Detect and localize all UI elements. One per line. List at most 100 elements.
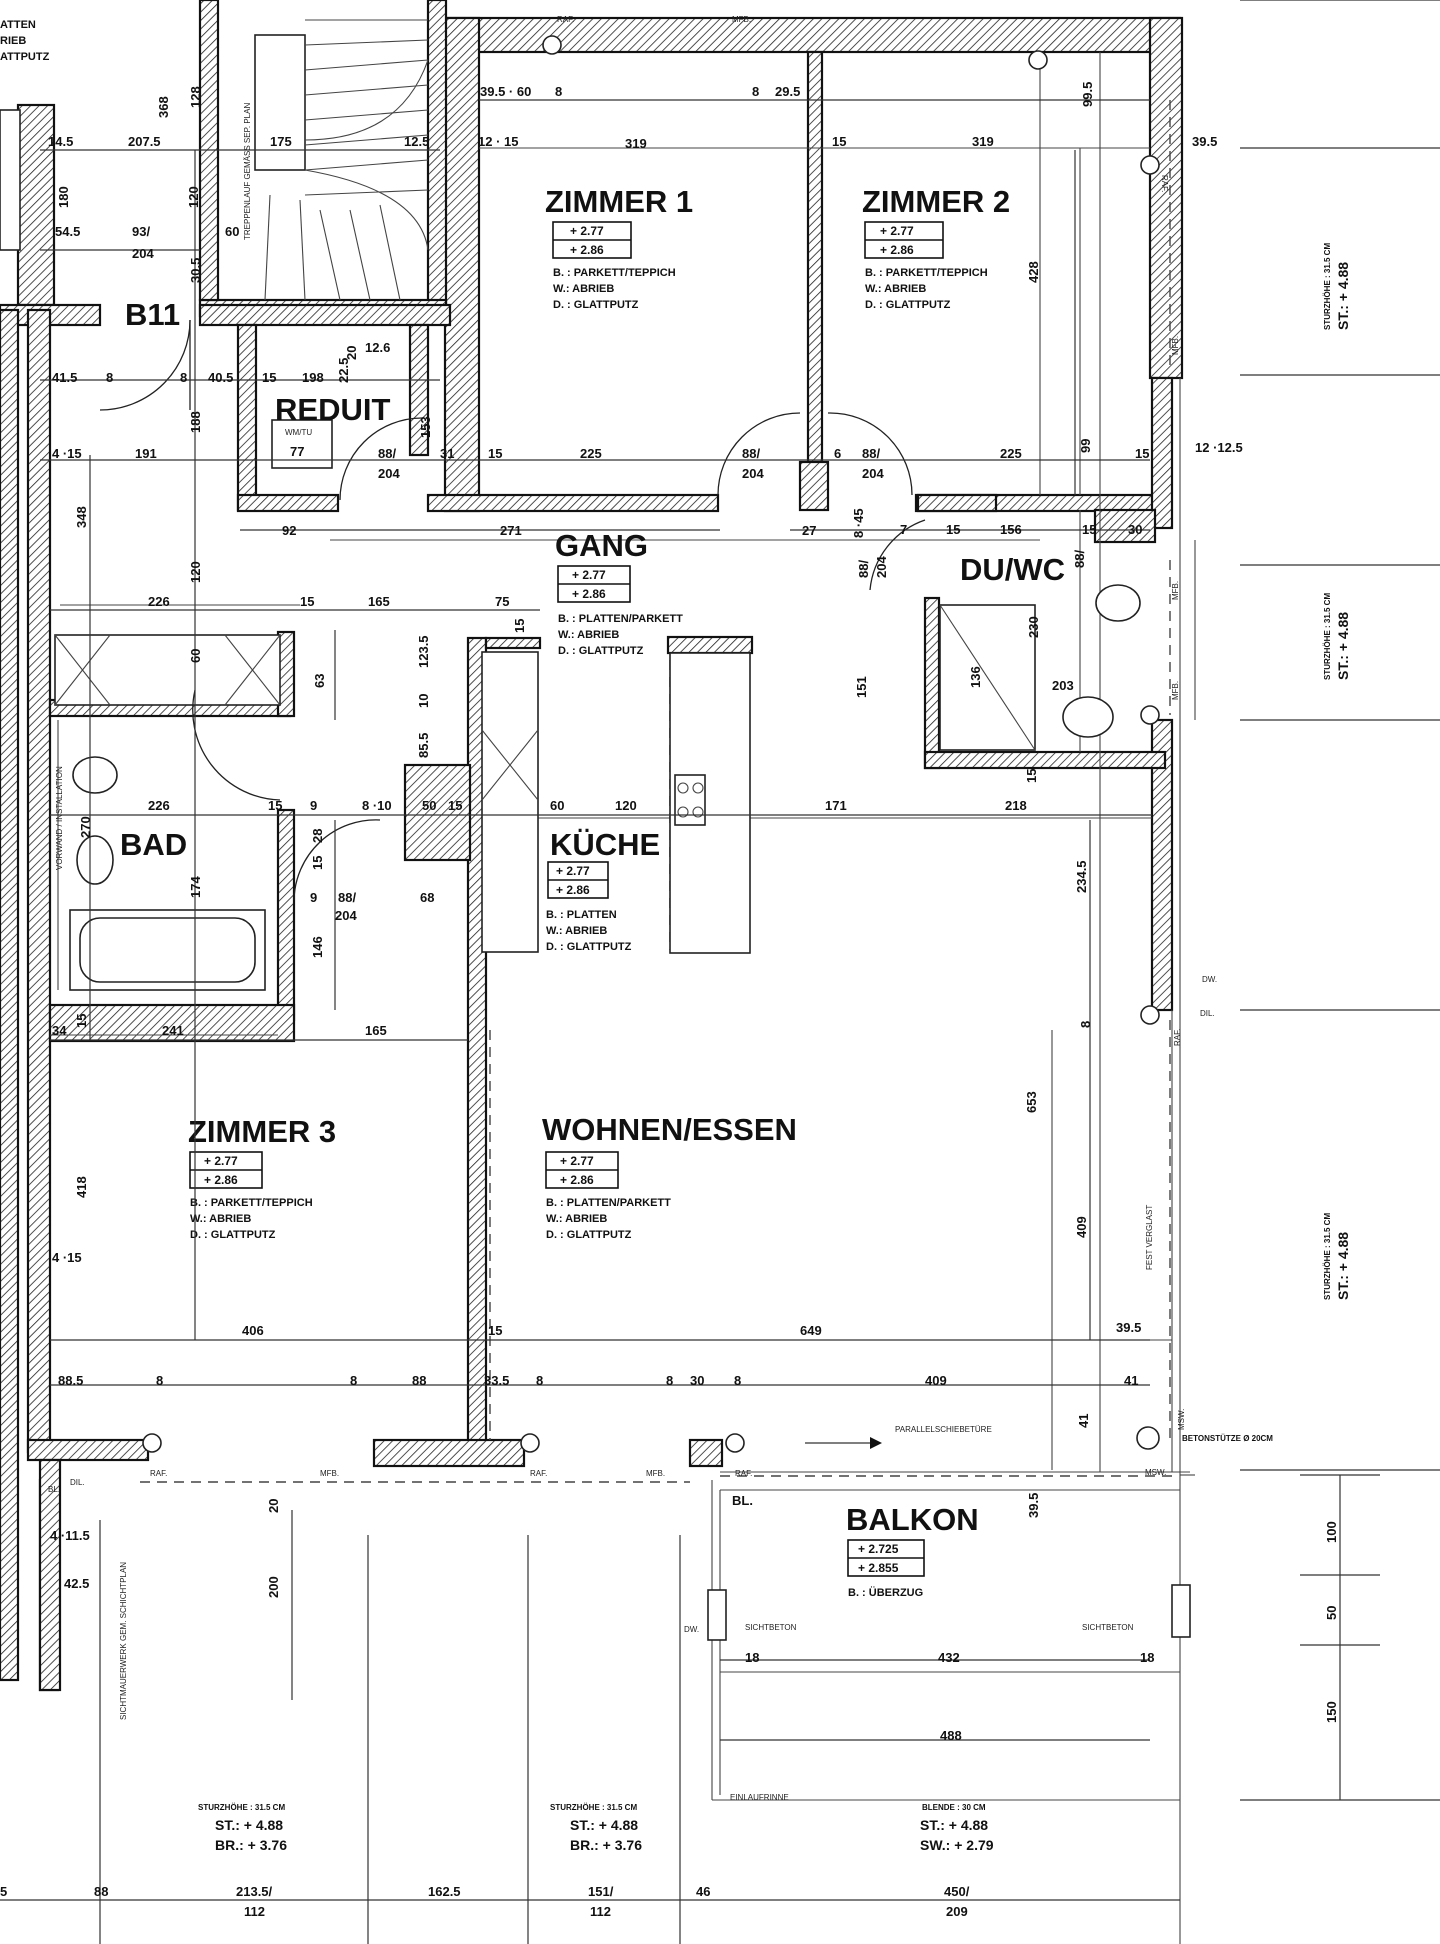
dim-label: 8 [555,84,562,99]
wall-z1-bottom [426,493,720,513]
label-dw: DW. [1202,975,1217,984]
gang-floor: B. : PLATTEN/PARKETT [558,613,683,625]
dim-label: 8 [350,1373,357,1388]
dim-label: 8 ·45 [851,508,866,538]
dim-label: 18 [745,1650,759,1665]
window2-head: STURZHÖHE : 31.5 CM [550,1803,637,1812]
dim-label: 204 [335,908,357,923]
label-betonstuetze: BETONSTÜTZE Ø 20CM [1182,1434,1273,1443]
dim-label: 136 [968,666,983,688]
wall-between-z1-z2 [806,50,824,464]
label-raf: RAF. [735,1469,752,1478]
dim-label: 99.5 [1080,82,1095,107]
staircase [254,19,429,301]
dim-label: 15 [946,522,960,537]
balkon-name: BALKON [846,1502,979,1537]
duwc-name: DU/WC [960,552,1065,587]
label-bl: BL. [48,1485,60,1494]
dim-label: 60 [550,798,564,813]
zimmer1-ceiling: D. : GLATTPUTZ [553,299,639,311]
dim-label: 39.5 [1026,1493,1041,1518]
duwc-toilet [1095,584,1141,622]
dim-label: 39.5 · 60 [480,84,531,99]
dim-label: 450/ [944,1884,970,1899]
dim-label: 8 [106,370,113,385]
kueche-ceiling: D. : GLATTPUTZ [546,941,632,953]
dim-label: 88 [412,1373,426,1388]
dim-label: 75 [495,594,509,609]
dim-label: 88/ [856,560,871,578]
label-sichtbeton: SICHTBETON [745,1623,797,1632]
window-info-1: STURZHÖHE : 31.5 CM ST.: + 4.88 BR.: + 3… [198,1803,287,1853]
dim-label: 12 · 15 [478,134,518,149]
dim-label: 88 [94,1884,108,1899]
dim-label: 406 [242,1323,264,1338]
label-sichtbeton: SICHTBETON [1082,1623,1134,1632]
dim-label: 146 [310,936,325,958]
balkon-level2: + 2.855 [858,1561,899,1575]
wardrobe-left [54,634,281,706]
window3-head: BLENDE : 30 CM [922,1803,986,1812]
dim-label: 348 [74,506,89,528]
dim-label: 653 [1024,1091,1039,1113]
dim-label: 41 [1124,1373,1138,1388]
dim-label: 5 [0,1884,7,1899]
window1-st: ST.: + 4.88 [215,1817,283,1833]
zimmer2-ceiling: D. : GLATTPUTZ [865,299,951,311]
dim-label: 123.5 [416,635,431,668]
dim-label: 120 [188,561,203,583]
dim-label: 270 [78,816,93,838]
side1-head: STURZHÖHE : 31.5 CM [1323,243,1332,330]
label-dil: DIL. [70,1478,85,1487]
dim-label: 14.5 [48,134,73,149]
side2-head: STURZHÖHE : 31.5 CM [1323,593,1332,680]
label-top-b: RIEB [0,35,26,47]
label-einlauf: EINLAUFRINNE [730,1793,789,1802]
gang-wall: W.: ABRIEB [558,629,619,641]
zimmer2-level2: + 2.86 [880,243,914,257]
wall-island-top [666,635,754,655]
gang-level2: + 2.86 [572,587,606,601]
kueche-level2: + 2.86 [556,883,590,897]
dim-label: 88.5 [58,1373,83,1388]
dim-label: 319 [972,134,994,149]
wall-right-upper [1148,16,1184,380]
dim-label: 88/ [338,890,356,905]
dim-label: 60 [225,224,239,239]
wall-bottom-kitchen [688,1438,724,1468]
kueche-level1: + 2.77 [556,864,590,878]
window3-st: ST.: + 4.88 [920,1817,988,1833]
dim-label: 39.5 [1192,134,1217,149]
wohnen-level1: + 2.77 [560,1154,594,1168]
dim-label: 50 [422,798,436,813]
side3-head: STURZHÖHE : 31.5 CM [1323,1213,1332,1300]
wall-bad-right [276,808,296,1022]
dim-label: 188 [188,411,203,433]
dim-label: 241 [162,1023,184,1038]
wall-stair-right [426,0,448,307]
dim-label: 120 [186,186,201,208]
dim-label: 156 [1000,522,1022,537]
wohnen-ceiling: D. : GLATTPUTZ [546,1229,632,1241]
wall-zimmer1-left [443,16,481,513]
dim-label: 112 [590,1904,611,1919]
dim-label: 207.5 [128,134,161,149]
window-info-3: BLENDE : 30 CM ST.: + 4.88 SW.: + 2.79 [920,1803,994,1853]
dim-label: 15 [1024,769,1039,783]
dim-label: 22.5 [336,358,351,383]
dim-label: 175 [270,134,292,149]
zimmer2-level1: + 2.77 [880,224,914,238]
room-zimmer2: ZIMMER 2 + 2.77 + 2.86 B. : PARKETT/TEPP… [862,184,1010,311]
dim-label: 209 [946,1904,968,1919]
wall-duwc-top2 [1093,508,1157,544]
dim-label: 68 [420,890,434,905]
dim-label: 15 [1135,446,1149,461]
label-raf: RAF. [1160,175,1169,192]
side3-st: ST.: + 4.88 [1335,1232,1351,1300]
dim-label: 50 [1324,1606,1339,1620]
dim-label: 27 [802,523,816,538]
dim-label: 8 [156,1373,163,1388]
wall-small-box [403,763,472,862]
dim-label: 8 [180,370,187,385]
kueche-wall: W.: ABRIEB [546,925,607,937]
